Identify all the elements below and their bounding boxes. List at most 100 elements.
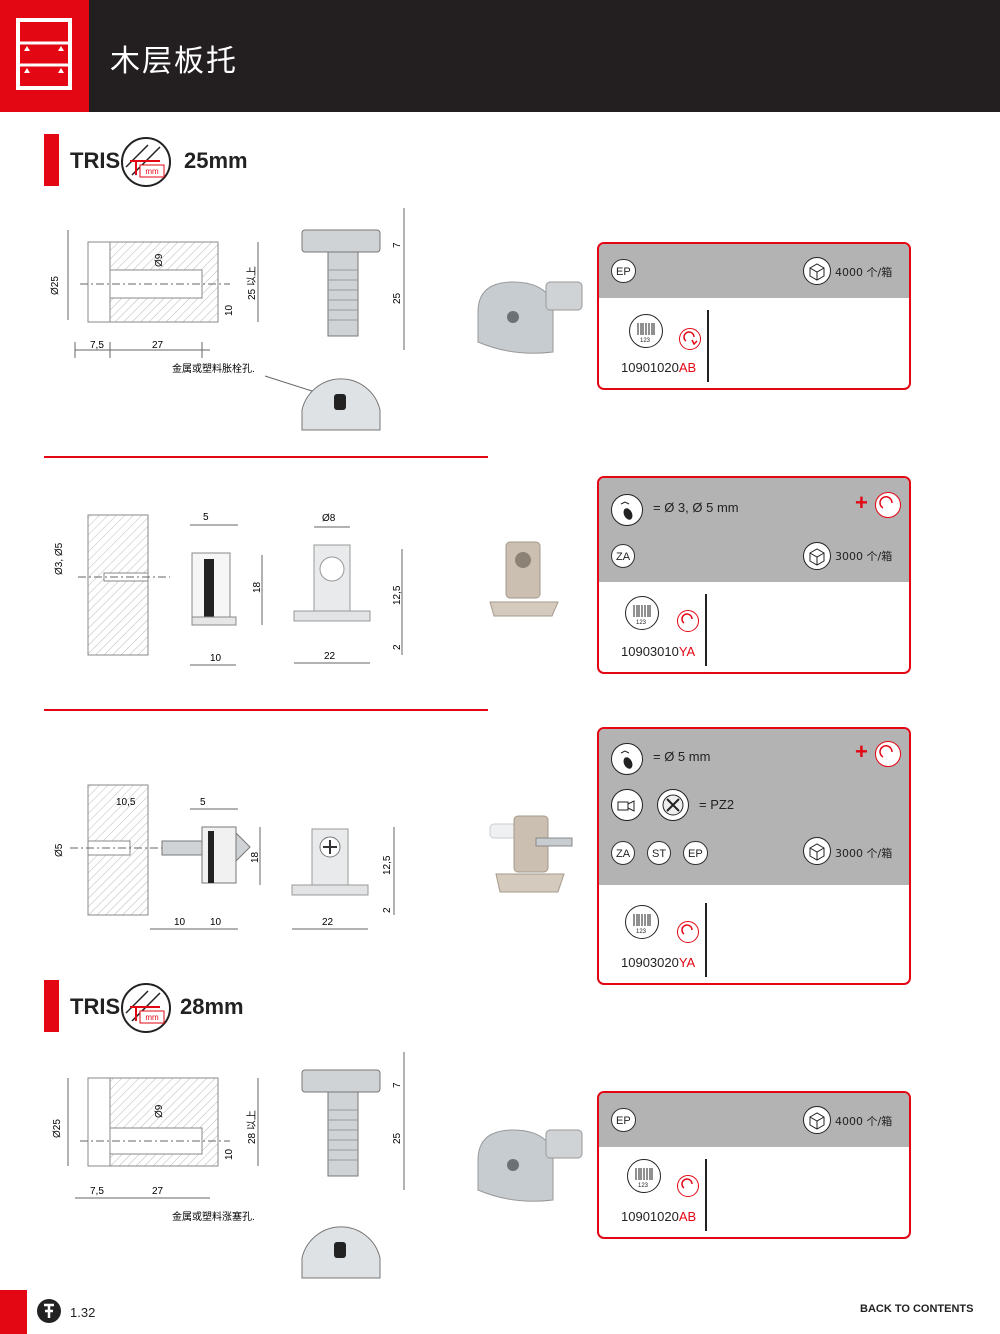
dim-label: Ø5: [54, 843, 65, 857]
product-image-3: [489, 815, 573, 893]
finish-badge: ST: [647, 841, 672, 865]
footer-marker: [0, 1290, 27, 1334]
divider-line: [707, 310, 709, 382]
dim-label: 22: [324, 651, 336, 662]
dim-label: 18: [252, 581, 263, 593]
drill-icon: [611, 494, 643, 526]
barcode-number: 123: [636, 929, 647, 935]
dim-label: 12,5: [392, 585, 403, 605]
recycle-icon: [679, 328, 701, 350]
dim-label: 10: [224, 304, 235, 316]
section-divider: [44, 456, 488, 458]
product-card-1: EP 4000 个/箱 123 10901020AB: [597, 242, 911, 390]
product-image-2: [489, 541, 559, 617]
barcode-icon: 123: [625, 596, 659, 630]
technical-drawing-2: Ø3, Ø5 5 18 10 Ø8 12,5 2 22: [54, 512, 403, 666]
section-tris-label: TRIS: [70, 148, 121, 173]
dim-label: 2: [382, 907, 393, 913]
quantity-per-box: 3000 个/箱: [835, 847, 893, 860]
panel-thickness-icon: mm: [121, 137, 171, 187]
plus-icon: +: [855, 490, 868, 515]
shelf-icon: [16, 18, 72, 90]
recycle-icon: [677, 610, 699, 632]
section-marker: [44, 134, 59, 186]
finish-badge: EP: [611, 259, 636, 283]
dim-label: 10: [210, 917, 222, 928]
finish-badge: ZA: [611, 544, 636, 568]
barcode-number: 123: [638, 1183, 649, 1189]
dim-label: 28 以上: [246, 1110, 258, 1144]
dim-label: 25: [392, 292, 403, 304]
recycle-icon: [677, 921, 699, 943]
dim-label: Ø8: [322, 513, 336, 524]
drill-spec: = Ø 5 mm: [653, 749, 711, 764]
box-icon: [803, 837, 831, 865]
dim-label: Ø9: [154, 1104, 165, 1118]
finish-badge: EP: [683, 841, 708, 865]
section-size-label: 25mm: [184, 148, 248, 173]
product-card-3: = Ø 5 mm + = PZ2 ZA ST EP 3000 个/箱 123 1…: [597, 727, 911, 985]
box-icon: [803, 1106, 831, 1134]
page-header: [0, 0, 1000, 112]
dim-label: 2: [392, 644, 403, 650]
quantity-per-box: 3000 个/箱: [835, 550, 893, 563]
technical-drawing-4: Ø25 Ø9 28 以上 10 7,5 27 7 25 金属或塑料涨塞孔.: [52, 1052, 405, 1279]
dim-label: 5: [200, 797, 206, 808]
page-title: 木层板托: [110, 44, 238, 79]
dim-label: 10: [210, 653, 222, 664]
quantity-per-box: 4000 个/箱: [835, 1115, 893, 1128]
section-tris-label: TRIS: [70, 994, 121, 1019]
dim-label: Ø25: [52, 1119, 63, 1138]
dim-label: 7: [392, 242, 403, 248]
barcode-icon: 123: [627, 1159, 661, 1193]
product-image-4: [477, 1129, 583, 1202]
drill-icon: [611, 743, 643, 775]
drill-spec: = Ø 3, Ø 5 mm: [653, 500, 739, 515]
dim-label: 7,5: [90, 1186, 104, 1197]
screw-spec: = PZ2: [699, 797, 735, 812]
technical-drawing-1: Ø25 Ø9 25 以上 10 7,5 27 7 25 金属或塑料胀栓孔.: [50, 208, 405, 431]
dim-label: 10: [174, 917, 186, 928]
dim-label: 12,5: [382, 855, 393, 875]
mm-label: mm: [145, 167, 159, 176]
product-code: 10901020AB: [621, 360, 697, 375]
screwdriver-icon: [611, 789, 643, 821]
section-marker: [44, 980, 59, 1032]
dim-label: Ø25: [50, 276, 61, 295]
finish-badge: ZA: [611, 841, 636, 865]
drawing-note: 金属或塑料胀栓孔.: [172, 362, 255, 375]
card-header: [599, 1093, 909, 1147]
divider-line: [705, 903, 707, 977]
dim-label: Ø3, Ø5: [54, 542, 65, 575]
barcode-icon: 123: [625, 905, 659, 939]
brand-logo-icon: [37, 1299, 61, 1323]
card-header: [599, 478, 909, 582]
product-card-4: EP 4000 个/箱 123 10901020AB: [597, 1091, 911, 1239]
back-to-contents-link[interactable]: BACK TO CONTENTS: [860, 1303, 974, 1315]
section-divider: [44, 709, 488, 711]
product-code: 10903010YA: [621, 644, 696, 659]
product-code: 10903020YA: [621, 955, 696, 970]
section-size-label: 28mm: [180, 994, 244, 1019]
dim-label: 25: [392, 1132, 403, 1144]
panel-thickness-icon: mm: [121, 983, 171, 1033]
finish-badge: EP: [611, 1108, 636, 1132]
dim-label: 7,5: [90, 340, 104, 351]
pozidriv-icon: [657, 789, 689, 821]
dim-label: 22: [322, 917, 334, 928]
dim-label: Ø9: [154, 253, 165, 267]
dim-label: 10,5: [116, 797, 136, 808]
quantity-per-box: 4000 个/箱: [835, 266, 893, 279]
barcode-number: 123: [636, 620, 647, 626]
recycle-icon: [677, 1175, 699, 1197]
product-code: 10901020AB: [621, 1209, 697, 1224]
dim-label: 10: [224, 1148, 235, 1160]
divider-line: [705, 1159, 707, 1231]
dim-label: 27: [152, 1186, 164, 1197]
dim-label: 25 以上: [246, 266, 258, 300]
drawing-note: 金属或塑料涨塞孔.: [172, 1210, 255, 1223]
recycle-icon: [875, 492, 901, 518]
dim-label: 18: [250, 851, 261, 863]
category-badge: [0, 0, 89, 112]
mm-label: mm: [145, 1013, 159, 1022]
